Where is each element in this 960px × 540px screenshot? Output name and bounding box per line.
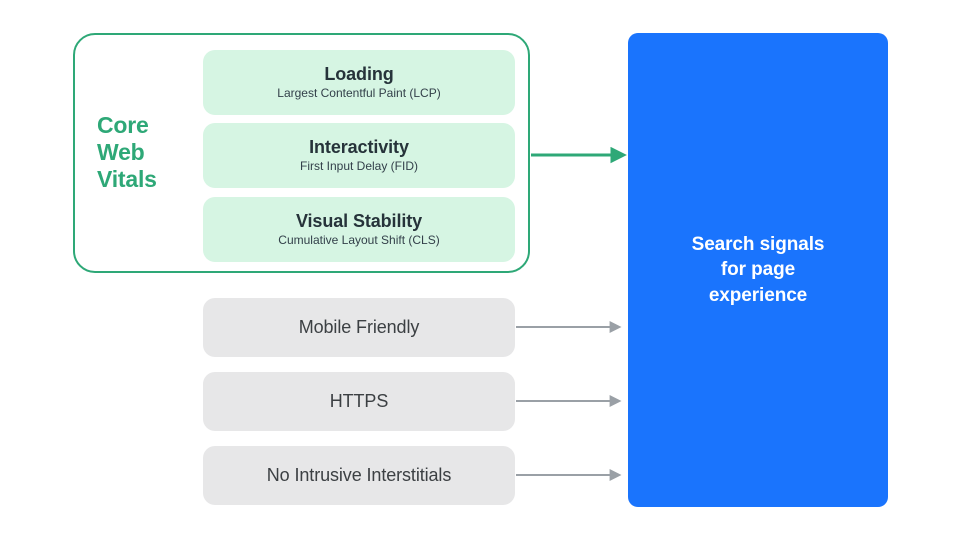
vital-title: Interactivity <box>309 137 409 157</box>
vital-title: Visual Stability <box>295 211 423 231</box>
vital-subtitle: Cumulative Layout Shift (CLS) <box>278 232 440 247</box>
signal-label: Mobile Friendly <box>298 317 420 337</box>
signal-card-mobile-friendly[interactable]: Mobile Friendly <box>203 298 515 357</box>
core-web-vitals-label: Core Web Vitals <box>97 112 157 193</box>
signal-card-https[interactable]: HTTPS <box>203 372 515 431</box>
signal-card-no-intrusive-interstitials[interactable]: No Intrusive Interstitials <box>203 446 515 505</box>
vital-subtitle: First Input Delay (FID) <box>299 158 419 173</box>
vital-card-loading[interactable]: Loading Largest Contentful Paint (LCP) <box>203 50 515 115</box>
search-signals-panel[interactable]: Search signals for page experience <box>628 33 888 507</box>
vital-subtitle: Largest Contentful Paint (LCP) <box>277 85 441 100</box>
core-web-vitals-group <box>73 33 530 273</box>
signal-label: No Intrusive Interstitials <box>266 465 452 485</box>
search-signals-panel-label: Search signals for page experience <box>691 234 825 306</box>
signal-label: HTTPS <box>329 391 389 411</box>
vital-title: Loading <box>324 64 394 84</box>
vital-card-interactivity[interactable]: Interactivity First Input Delay (FID) <box>203 123 515 188</box>
vital-card-visual-stability[interactable]: Visual Stability Cumulative Layout Shift… <box>203 197 515 262</box>
